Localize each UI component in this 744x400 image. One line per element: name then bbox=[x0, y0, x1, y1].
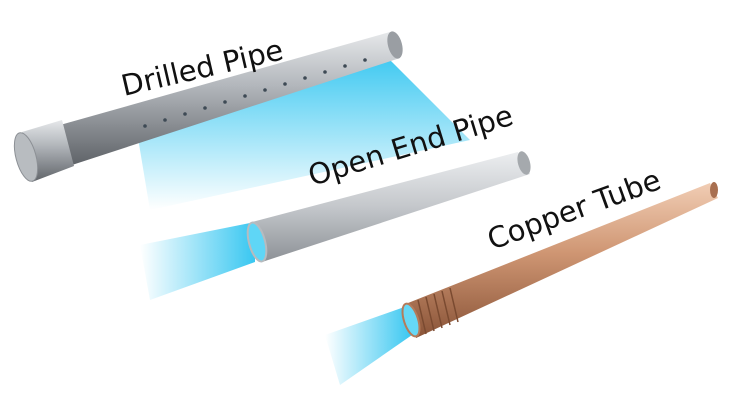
drilled-holes bbox=[143, 58, 367, 128]
open-end-pipe-opening bbox=[246, 221, 268, 263]
open-end-pipe-body bbox=[252, 152, 530, 262]
drilled-pipe-cap-face bbox=[13, 132, 39, 182]
drilled-pipe-right-end bbox=[387, 31, 403, 59]
copper-tube-right-end bbox=[710, 182, 718, 198]
copper-tube-spray bbox=[325, 305, 412, 385]
copper-tube-body bbox=[408, 183, 718, 338]
drilled-pipe-body bbox=[60, 32, 400, 165]
open-end-pipe-right-end bbox=[517, 151, 531, 175]
open-end-pipe-spray bbox=[140, 222, 255, 300]
drilled-pipe-spray bbox=[135, 60, 470, 210]
drilled-pipe: Drilled Pipe bbox=[13, 31, 470, 210]
copper-tube-thread bbox=[417, 287, 459, 335]
copper-tube-opening bbox=[401, 302, 421, 338]
